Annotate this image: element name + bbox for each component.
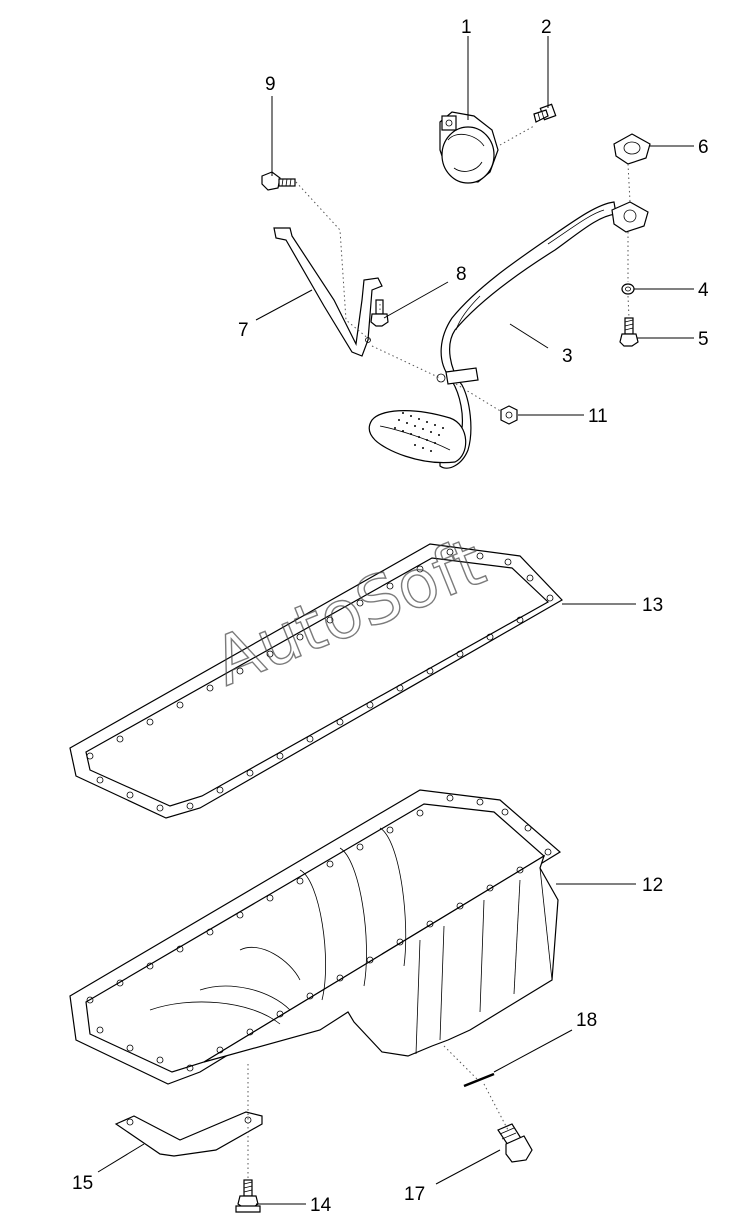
leader-lines — [97, 36, 694, 1205]
callout-7: 7 — [238, 320, 249, 341]
part-12-oil-pan[interactable] — [69, 789, 562, 1085]
callout-1: 1 — [461, 17, 472, 38]
callout-12: 12 — [642, 875, 663, 896]
callout-15: 15 — [72, 1173, 93, 1194]
callout-4: 4 — [698, 280, 709, 301]
callout-9: 9 — [265, 74, 276, 95]
part-4-washer[interactable] — [621, 283, 635, 295]
assembly-guide-lines — [247, 125, 631, 1180]
part-9-bolt[interactable] — [261, 171, 296, 191]
part-14-bolt[interactable] — [235, 1179, 261, 1213]
callout-6: 6 — [698, 137, 709, 158]
callout-5: 5 — [698, 329, 709, 350]
part-13-gasket[interactable] — [69, 543, 563, 819]
part-6-gasket[interactable] — [613, 133, 651, 165]
part-17-drain-plug[interactable] — [497, 1123, 533, 1163]
callout-14: 14 — [310, 1195, 332, 1216]
part-5-bolt[interactable] — [619, 317, 639, 347]
callout-18: 18 — [576, 1010, 597, 1031]
part-3-suction-pipe[interactable] — [368, 201, 649, 469]
callout-3: 3 — [562, 346, 573, 367]
callout-2: 2 — [541, 17, 552, 38]
part-2-bolt[interactable] — [533, 103, 557, 123]
part-15-bracket[interactable] — [114, 1111, 263, 1157]
part-8-bolt[interactable] — [370, 299, 389, 327]
callout-17: 17 — [404, 1184, 425, 1205]
part-7-bracket[interactable] — [273, 227, 383, 357]
part-11-nut[interactable] — [500, 405, 518, 425]
callout-13: 13 — [642, 595, 663, 616]
callout-8: 8 — [456, 264, 467, 285]
callout-11: 11 — [588, 406, 608, 427]
part-18-seal[interactable] — [463, 1072, 495, 1088]
part-1-oil-pump[interactable] — [439, 111, 499, 184]
